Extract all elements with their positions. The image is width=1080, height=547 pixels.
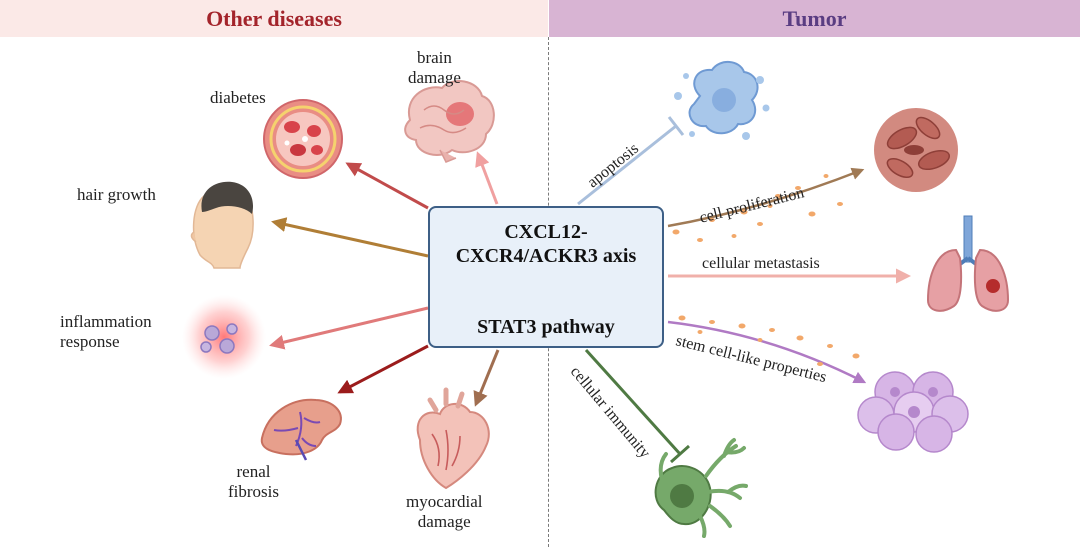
arrow-stem-cell — [667, 320, 867, 384]
inflamed-cells-icon — [182, 295, 266, 379]
label-myocardial-damage: myocardial damage — [406, 492, 483, 531]
inhibit-immunity-bar — [670, 444, 690, 464]
label-diabetes: diabetes — [210, 88, 266, 107]
label-inflammation-response: inflammation response — [60, 312, 152, 351]
arrow-hair-growth — [271, 217, 429, 258]
label-brain-damage: brain damage — [408, 48, 461, 87]
label-hair-growth: hair growth — [77, 185, 156, 204]
other-diseases-header: Other diseases — [0, 0, 548, 37]
immune-cell-icon — [654, 438, 748, 538]
tumor-header: Tumor — [549, 0, 1080, 37]
stat3-pathway-label: STAT3 pathway — [477, 316, 615, 338]
arrow-inflammation — [269, 306, 429, 350]
arrow-brain-damage — [475, 151, 499, 205]
inhibit-apoptosis — [577, 124, 677, 206]
heart-icon — [416, 387, 490, 490]
inhibit-apoptosis-bar — [667, 116, 685, 136]
human-head-icon — [190, 181, 254, 269]
particle-dots — [672, 174, 860, 366]
kidney-icon — [260, 398, 342, 461]
center-signaling-box: CXCL12- CXCR4/ACKR3 axis STAT3 pathway — [428, 206, 664, 348]
label-renal-fibrosis: renal fibrosis — [228, 462, 279, 501]
inhibit-cellular-immunity — [584, 348, 682, 456]
arrow-cell-proliferation — [667, 167, 865, 228]
red-blood-cell-icon — [263, 99, 343, 179]
arrow-myocardial — [473, 349, 500, 407]
stem-cell-cluster-icon — [857, 371, 969, 453]
proliferating-cells-icon — [874, 108, 958, 192]
arrow-diabetes — [345, 162, 429, 210]
brain-icon — [404, 80, 495, 163]
apoptotic-cell-icon — [674, 61, 770, 140]
cxcl12-axis-title: CXCL12- CXCR4/ACKR3 axis — [455, 221, 637, 267]
lungs-icon — [926, 215, 1010, 312]
label-cellular-metastasis: cellular metastasis — [702, 255, 820, 272]
arrow-renal-fibrosis — [337, 344, 429, 394]
